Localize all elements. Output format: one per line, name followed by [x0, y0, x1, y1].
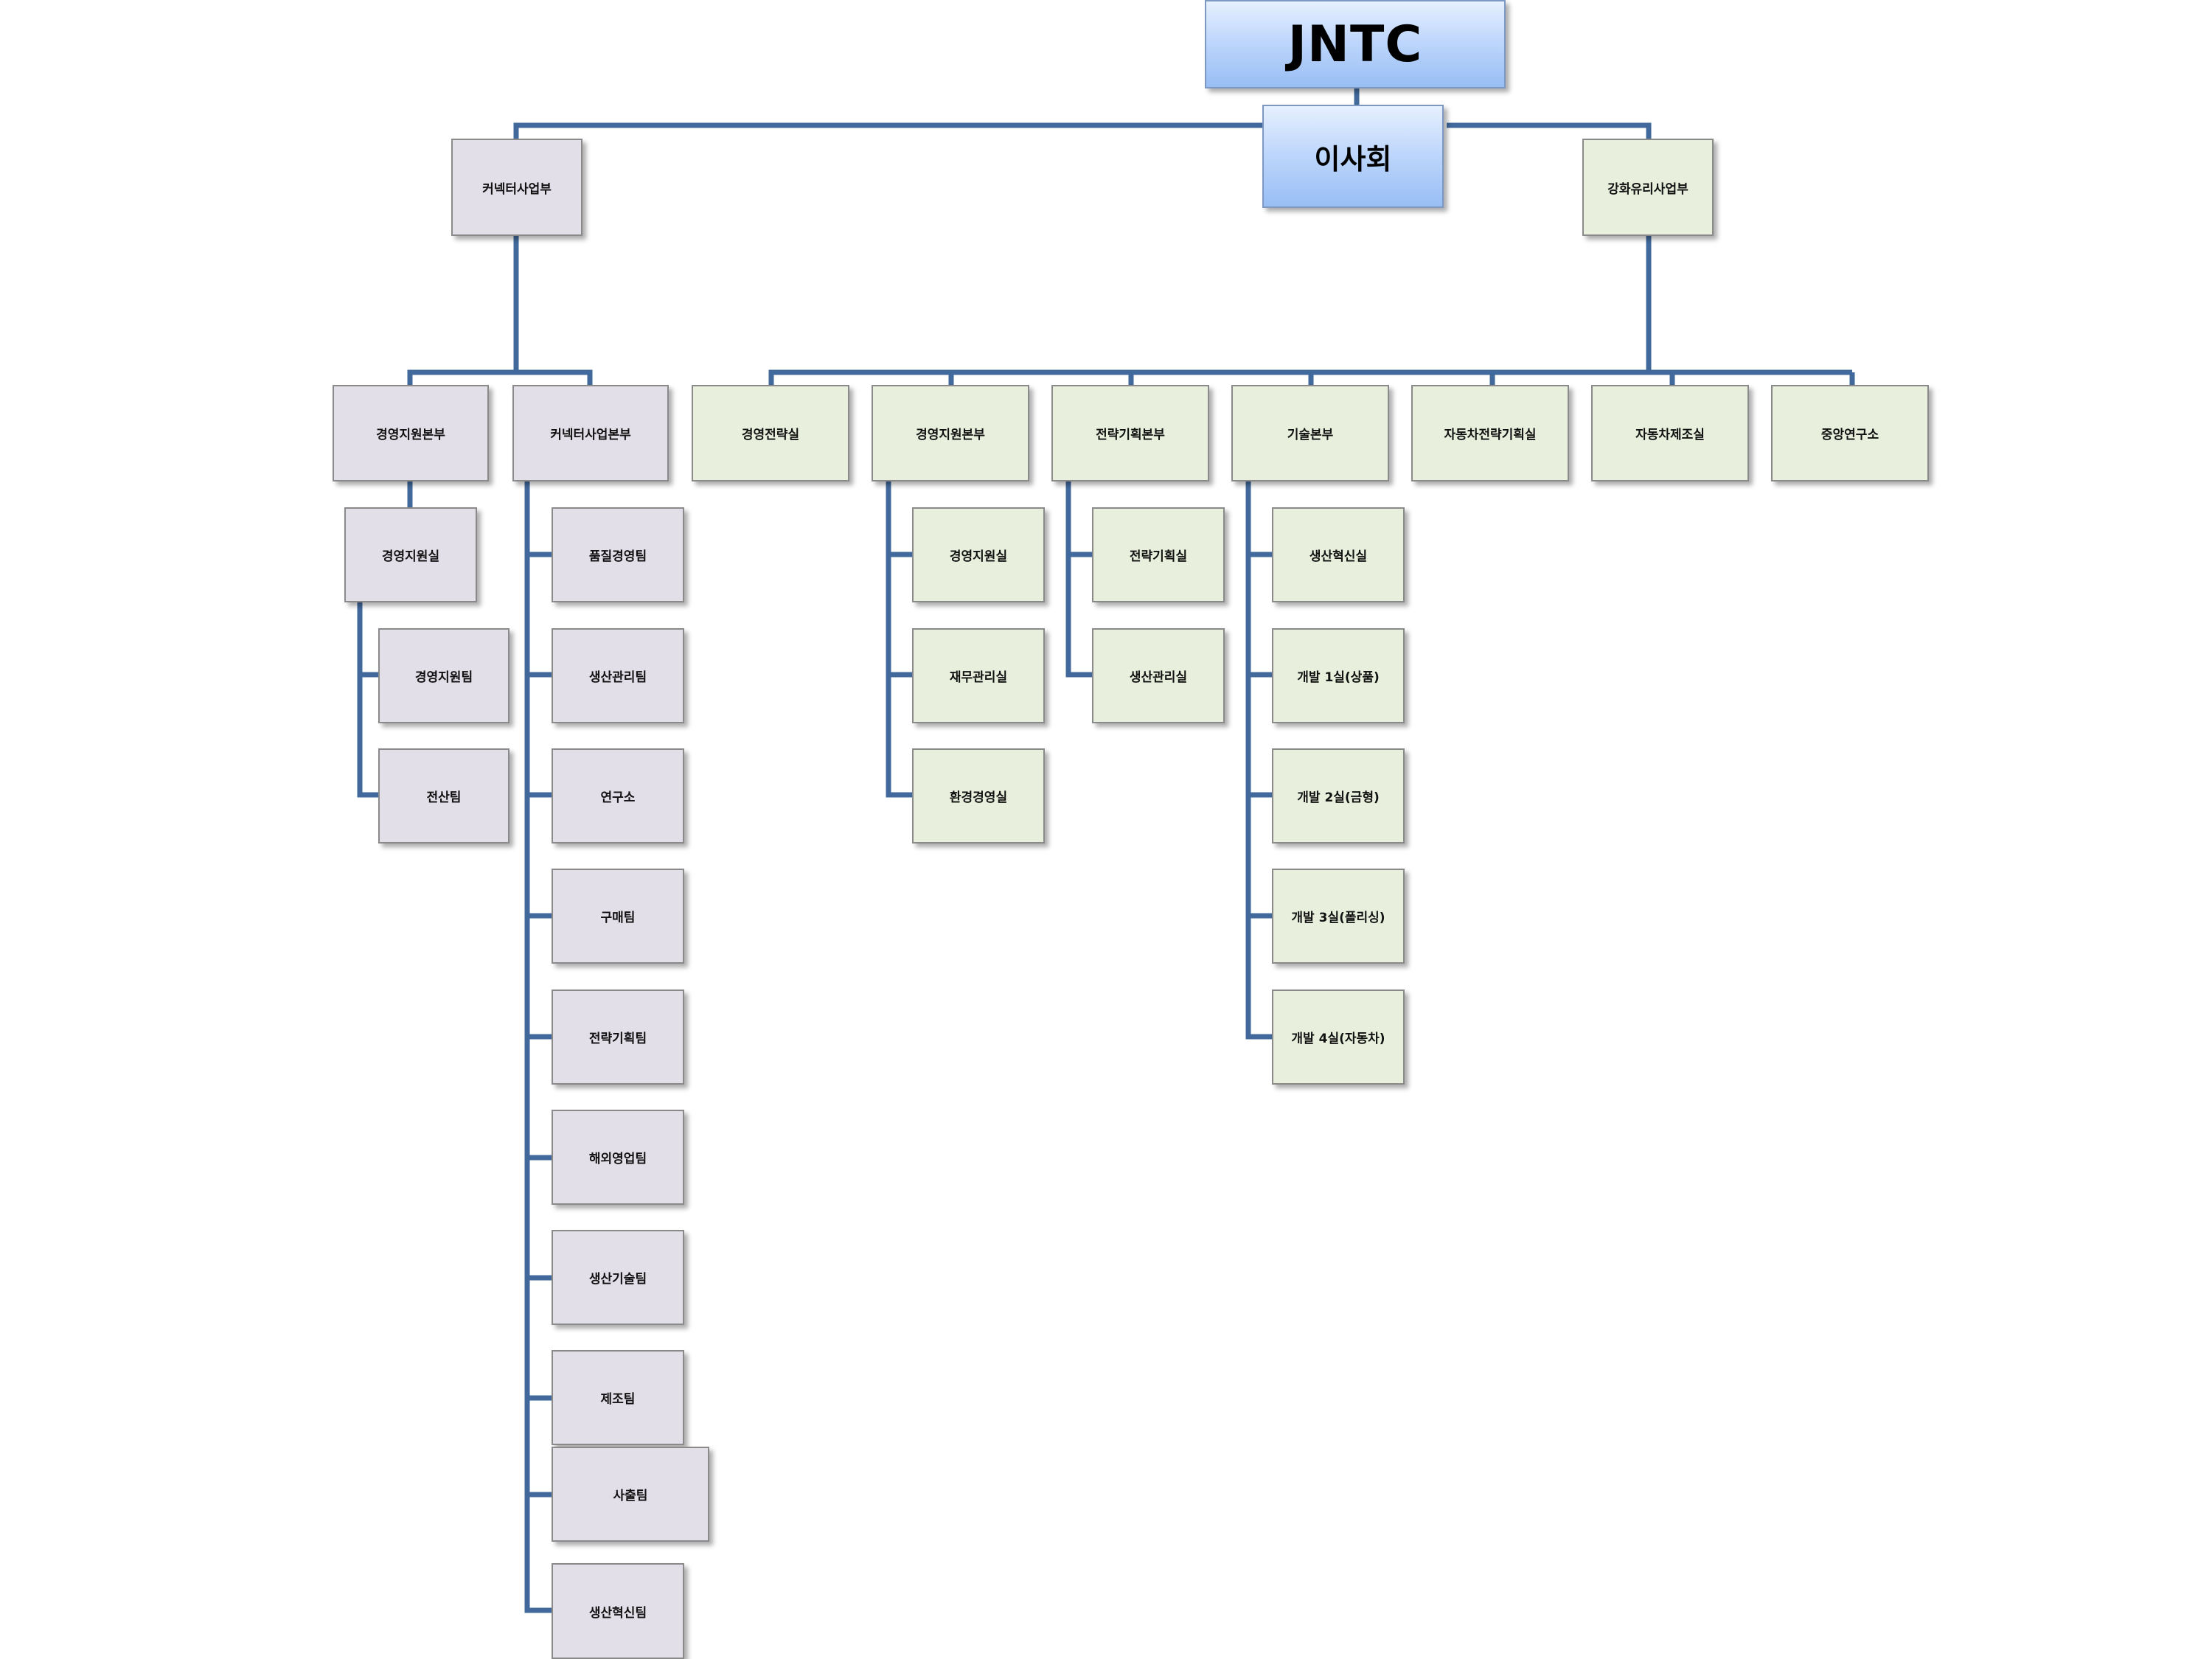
glass-sub-office-label: 개발 3실(폴리싱)	[1291, 911, 1385, 925]
connector-hq-team-box: 생산혁신팀	[552, 1563, 684, 1659]
connector-it-team-label: 전산팀	[426, 790, 462, 805]
glass-sub-office-label: 개발 1실(상품)	[1297, 670, 1380, 685]
board-node-label: 이사회	[1314, 142, 1392, 175]
glass-unit-label: 자동차전략기획실	[1444, 428, 1537, 442]
glass-division-box: 강화유리사업부	[1582, 139, 1714, 236]
connector-glass-mgmt-hq-children	[886, 481, 912, 798]
root-node-box: JNTC	[1205, 0, 1506, 88]
connector-top-bus	[513, 122, 1652, 139]
connector-hq-team-label: 품질경영팀	[588, 549, 647, 564]
connector-division-label: 커넥터사업부	[482, 181, 552, 197]
glass-unit-label: 전략기획본부	[1096, 428, 1165, 442]
glass-unit-label: 자동차제조실	[1635, 428, 1705, 442]
glass-sub-office-box: 개발 3실(폴리싱)	[1272, 869, 1405, 964]
connector-hq-team-label: 해외영업팀	[588, 1152, 647, 1166]
connector-connector-hq-teams	[524, 481, 552, 1613]
connector-hq-team-box: 생산관리팀	[552, 628, 684, 723]
connector-it-team-box: 전산팀	[378, 748, 509, 844]
glass-unit-label: 경영전략실	[741, 428, 800, 442]
connector-hq-team-label: 연구소	[600, 790, 636, 805]
connector-glass-division-bus	[768, 369, 1855, 385]
glass-sub-office-box: 개발 4실(자동차)	[1272, 990, 1405, 1085]
connector-mgmt-office-box: 경영지원실	[344, 507, 477, 602]
connector-hq-team-label: 사출팀	[613, 1489, 648, 1503]
connector-hq-team-label: 생산관리팀	[588, 670, 647, 685]
connector-hq-team-box: 사출팀	[552, 1447, 709, 1542]
connector-hq-team-box: 생산기술팀	[552, 1230, 684, 1325]
glass-sub-office-label: 생산혁신실	[1309, 549, 1368, 564]
glass-sub-office-box: 전략기획실	[1092, 507, 1225, 602]
connector-mgmt-team-label: 경영지원팀	[414, 670, 473, 685]
connector-hq-team-label: 생산혁신팀	[588, 1605, 647, 1621]
connector-mgmt-hq-box: 경영지원본부	[333, 385, 489, 481]
connector-mgmt-hq-label: 경영지원본부	[376, 428, 445, 442]
glass-sub-office-box: 개발 2실(금형)	[1272, 748, 1405, 844]
glass-unit-box: 자동차제조실	[1591, 385, 1749, 481]
glass-unit-label: 중앙연구소	[1820, 428, 1879, 442]
connector-hq-team-box: 해외영업팀	[552, 1110, 684, 1205]
glass-sub-office-label: 재무관리실	[949, 670, 1008, 685]
connector-hq-team-box: 품질경영팀	[552, 507, 684, 602]
connector-strategy-hq-children	[1065, 481, 1092, 678]
glass-sub-office-label: 개발 2실(금형)	[1297, 790, 1380, 805]
connector-connector-division-bus	[407, 369, 593, 385]
connector-mgmt-team-box: 경영지원팀	[378, 628, 509, 723]
connector-mgmt-office-label: 경영지원실	[381, 549, 440, 564]
connector-hq-team-box: 구매팀	[552, 869, 684, 964]
board-node-box: 이사회	[1262, 105, 1444, 208]
glass-unit-label: 경영지원본부	[916, 428, 985, 442]
glass-sub-office-label: 생산관리실	[1129, 670, 1188, 685]
glass-sub-office-label: 경영지원실	[949, 549, 1008, 564]
connector-division-box: 커넥터사업부	[451, 139, 582, 236]
connector-hq-box: 커넥터사업본부	[512, 385, 669, 481]
glass-unit-box: 중앙연구소	[1771, 385, 1929, 481]
glass-sub-office-box: 생산혁신실	[1272, 507, 1405, 602]
glass-sub-office-box: 환경경영실	[912, 748, 1045, 844]
connector-tech-hq-children	[1245, 481, 1272, 1040]
connector-hq-team-box: 연구소	[552, 748, 684, 844]
connector-mgmt-office-teams	[357, 602, 378, 798]
glass-unit-box: 기술본부	[1231, 385, 1389, 481]
connector-hq-team-box: 전략기획팀	[552, 990, 684, 1085]
glass-sub-office-box: 재무관리실	[912, 628, 1045, 723]
glass-unit-box: 자동차전략기획실	[1411, 385, 1569, 481]
glass-unit-box: 전략기획본부	[1051, 385, 1209, 481]
glass-sub-office-box: 생산관리실	[1092, 628, 1225, 723]
glass-sub-office-label: 전략기획실	[1129, 549, 1188, 564]
glass-division-label: 강화유리사업부	[1607, 181, 1688, 197]
glass-unit-label: 기술본부	[1287, 428, 1334, 442]
glass-unit-box: 경영전략실	[692, 385, 849, 481]
glass-unit-box: 경영지원본부	[872, 385, 1029, 481]
connector-hq-team-label: 생산기술팀	[588, 1272, 647, 1287]
glass-sub-office-box: 개발 1실(상품)	[1272, 628, 1405, 723]
glass-sub-office-label: 환경경영실	[949, 790, 1008, 805]
connector-hq-team-box: 제조팀	[552, 1350, 684, 1445]
root-node-label: JNTC	[1287, 15, 1423, 74]
connector-hq-team-label: 제조팀	[600, 1392, 636, 1407]
connector-hq-team-label: 전략기획팀	[588, 1032, 647, 1046]
glass-sub-office-label: 개발 4실(자동차)	[1291, 1032, 1385, 1046]
connector-hq-team-label: 구매팀	[600, 911, 636, 925]
glass-sub-office-box: 경영지원실	[912, 507, 1045, 602]
connector-hq-label: 커넥터사업본부	[550, 428, 631, 442]
